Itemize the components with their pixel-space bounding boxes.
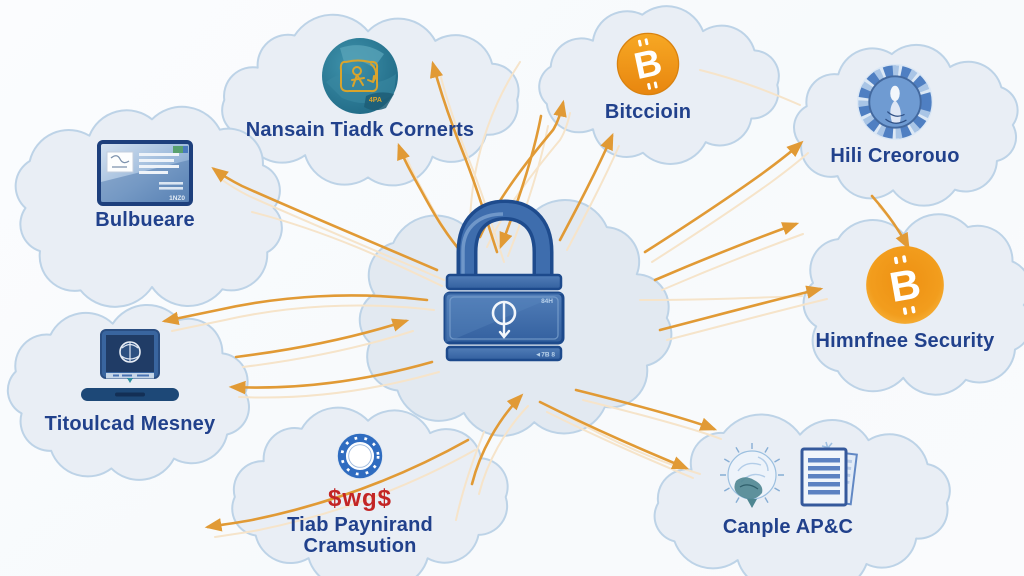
laptop-icon xyxy=(81,329,179,401)
coin-figure-icon xyxy=(856,63,934,141)
browser-icon-text: 1NZ0 xyxy=(169,195,185,202)
arrows xyxy=(161,60,910,532)
lock-bottom-text: ◄7B 8 xyxy=(535,352,556,359)
trade-icon-text: 4PA xyxy=(369,97,382,104)
document-icon xyxy=(800,441,858,507)
node-api-cloud: Canple AP&C xyxy=(658,441,918,538)
node-hil-label: Hili Creorouo xyxy=(830,145,960,167)
padlock-icon: 84H ◄7B 8 xyxy=(443,199,565,362)
ring-coin-icon xyxy=(336,432,384,480)
shackle xyxy=(460,202,550,285)
browser-card-icon: 1NZ0 xyxy=(97,140,193,206)
node-security-cloud: B Himnfnee Security xyxy=(795,243,1015,352)
node-browser-cloud: 1NZ0 Bulbueare xyxy=(45,140,245,231)
node-payment-cloud: $wg$ Tiab Paynirand Cramsution xyxy=(230,427,490,557)
node-hil-cloud: Hili Creorouo xyxy=(795,62,995,167)
lock-band-bottom xyxy=(445,345,563,362)
lock-band-top xyxy=(445,273,563,291)
node-payment-label: Tiab Paynirand Cramsution xyxy=(287,514,433,557)
node-browser-label: Bulbueare xyxy=(95,209,195,231)
shackle-highlight xyxy=(461,212,504,274)
node-trade-cloud: 4PA Nansain Tiadk Cornerts xyxy=(235,36,485,141)
payment-badge: $wg$ xyxy=(327,485,393,512)
bitcoin-icon: B xyxy=(616,32,680,96)
trade-globe-icon: 4PA xyxy=(322,38,398,114)
node-laptop-cloud: Titoulcad Mesney xyxy=(30,328,230,435)
node-bitcoin-label: Bitccioin xyxy=(604,101,692,123)
node-laptop-label: Titoulcad Mesney xyxy=(44,413,216,435)
node-trade-label: Nansain Tiadk Cornerts xyxy=(245,119,475,141)
brain-sun-icon xyxy=(720,443,784,508)
node-security-label: Himnfnee Security xyxy=(815,330,995,352)
node-bitcoin-cloud: B Bitccioin xyxy=(558,30,738,123)
bitcoin-icon: B xyxy=(866,246,944,324)
lock-middle-text: 84H xyxy=(541,298,553,305)
node-api-label: Canple AP&C xyxy=(722,516,854,538)
